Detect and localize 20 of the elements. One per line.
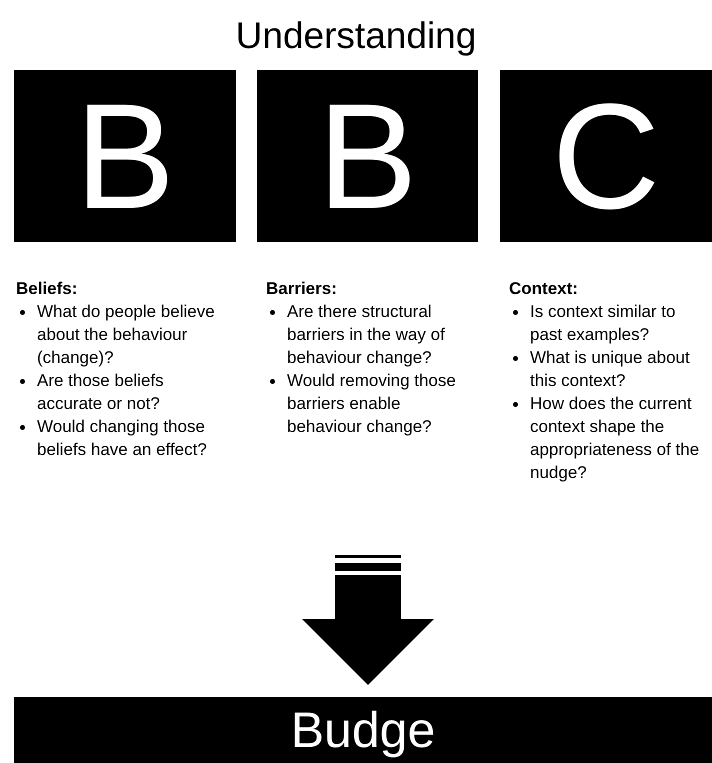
bullet-item: How does the current context shape the appropriateness of the nudge?: [530, 393, 700, 484]
bullet-item: Is context similar to past examples?: [530, 301, 676, 346]
letter-box: [257, 70, 478, 242]
diagram-title: Understanding: [234, 14, 478, 58]
bullet-item: Are there structural barriers in the way of behaviour change?: [287, 301, 446, 369]
letter-label: B: [317, 81, 418, 231]
letter-box: [500, 70, 712, 242]
bullet-item: Would changing those beliefs have an effect?: [37, 416, 208, 461]
banner-box: [14, 697, 712, 763]
column-heading: Context:: [509, 278, 579, 300]
bullet-item: What is unique about this context?: [530, 347, 691, 392]
letter-box: [14, 70, 236, 242]
column-heading: Beliefs:: [16, 278, 78, 300]
bullet-item: What do people believe about the behaviour (change)?: [37, 301, 216, 369]
bullet-item: Are those beliefs accurate or not?: [37, 370, 165, 415]
bullet-item: Would removing those barriers enable behaviour change?: [287, 370, 457, 438]
column-heading: Barriers:: [266, 278, 338, 300]
banner-label: Budge: [290, 705, 436, 755]
letter-label: C: [552, 81, 660, 231]
letter-label: B: [74, 81, 176, 231]
